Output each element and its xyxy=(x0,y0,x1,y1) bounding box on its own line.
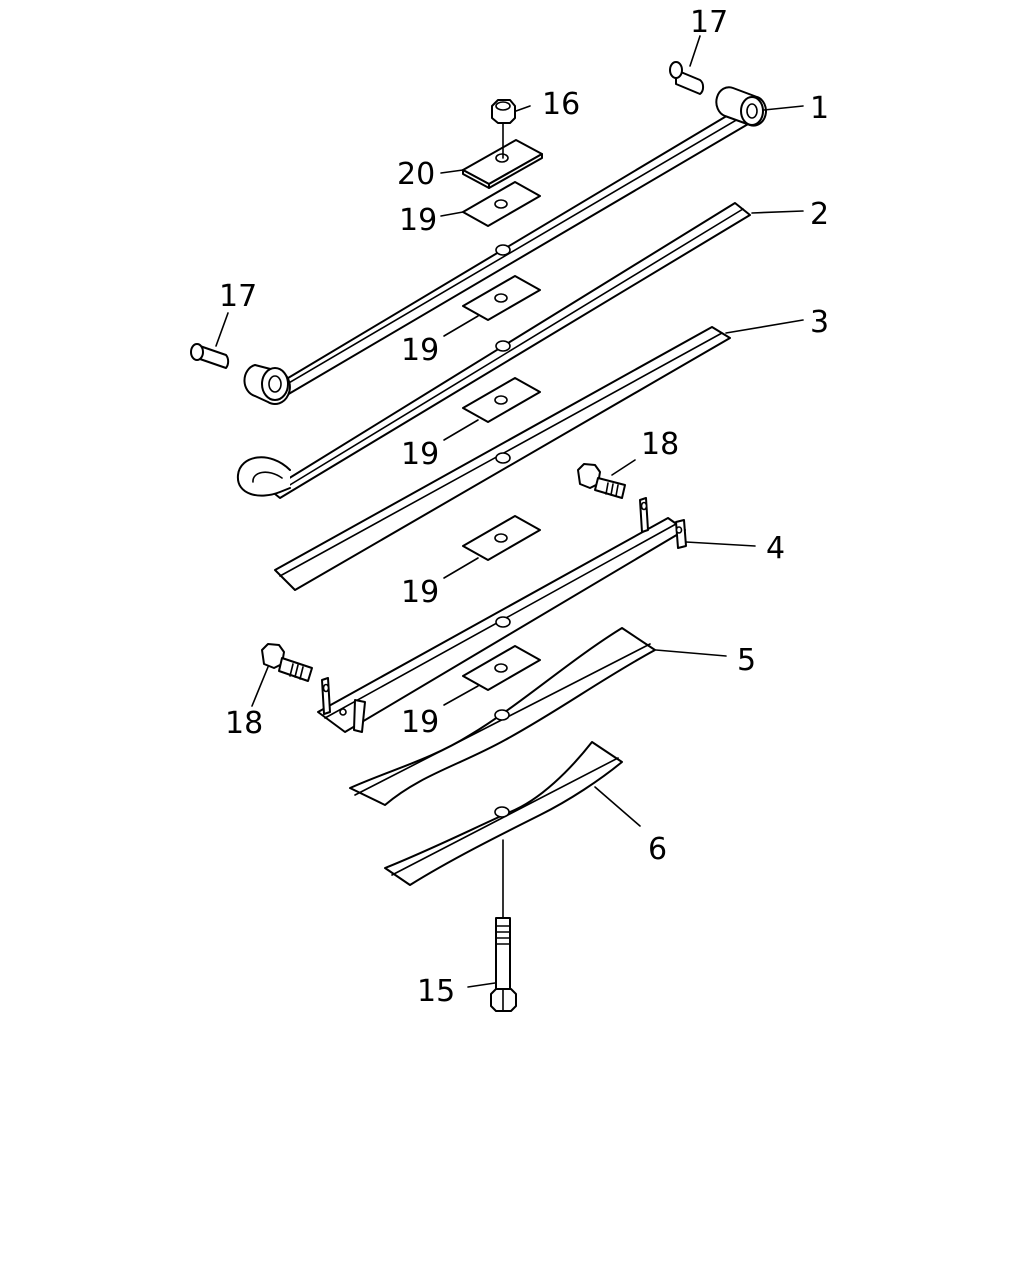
callout-19-b: 19 xyxy=(401,333,439,368)
callout-6: 6 xyxy=(648,832,667,867)
pad-part-19-b xyxy=(462,275,541,321)
third-leaf-part-3 xyxy=(274,326,731,591)
callout-19-d: 19 xyxy=(401,575,439,610)
callout-19-a: 19 xyxy=(399,203,437,238)
callout-5: 5 xyxy=(737,643,756,678)
pad-part-19-d xyxy=(462,515,541,561)
nut-part-16 xyxy=(491,99,516,159)
pad-part-19-a xyxy=(462,181,541,227)
second-leaf-part-2 xyxy=(236,202,751,499)
callout-19-e: 19 xyxy=(401,705,439,740)
callout-3: 3 xyxy=(810,305,829,340)
callout-18-rear: 18 xyxy=(641,427,679,462)
leader-lines xyxy=(215,35,804,988)
callout-20: 20 xyxy=(397,157,435,192)
bolt-part-18-rear xyxy=(577,463,626,499)
bushing-part-17-rear xyxy=(669,61,705,95)
callout-labels: 1 2 3 4 5 6 15 16 17 17 18 18 19 19 19 1… xyxy=(219,5,829,1009)
pad-part-19-c xyxy=(462,377,541,423)
pad-part-19-e xyxy=(462,645,541,691)
callout-17-rear: 17 xyxy=(690,5,728,40)
bolt-part-18-front xyxy=(261,643,313,682)
bushing-part-17-front xyxy=(190,343,230,369)
callout-19-c: 19 xyxy=(401,437,439,472)
main-leaf-part-1 xyxy=(243,86,767,405)
short-leaf-part-6 xyxy=(384,741,623,886)
callout-15: 15 xyxy=(417,974,455,1009)
center-bolt-part-15 xyxy=(490,839,517,1012)
callout-4: 4 xyxy=(766,531,785,566)
callout-2: 2 xyxy=(810,197,829,232)
callout-18-front: 18 xyxy=(225,706,263,741)
callout-16: 16 xyxy=(542,87,580,122)
plate-part-20 xyxy=(462,139,543,189)
callout-17-front: 17 xyxy=(219,279,257,314)
tapered-leaf-part-5 xyxy=(349,627,656,806)
clip-leaf-part-4 xyxy=(317,497,687,733)
callout-1: 1 xyxy=(810,91,829,126)
